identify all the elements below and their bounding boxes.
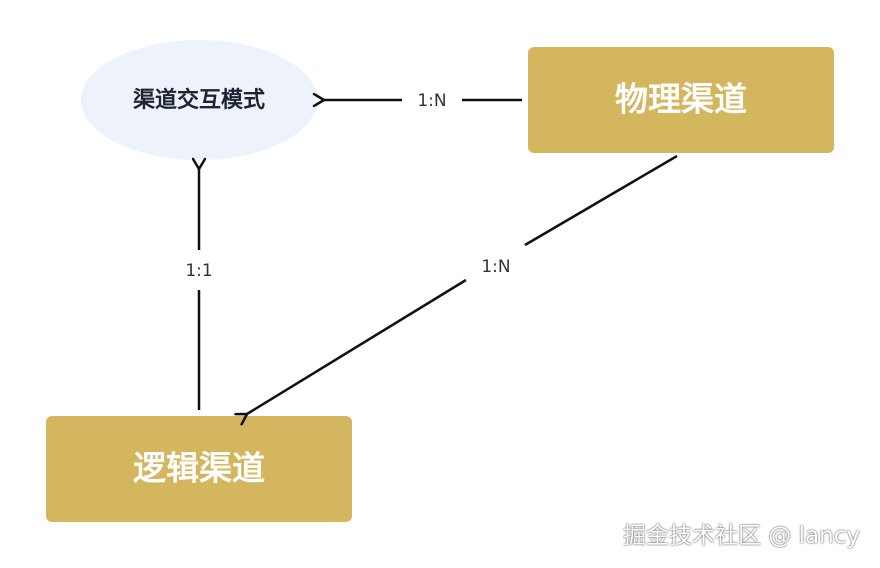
logical-channel-label: 逻辑渠道 xyxy=(133,449,265,488)
interaction-mode-ellipse xyxy=(81,40,317,160)
edge-logical-to-mode-label: 1:1 xyxy=(185,261,212,281)
edge-physical-to-logical-line-lower xyxy=(247,278,467,414)
logical-channel-box xyxy=(46,416,352,522)
node-interaction-mode: 渠道交互模式 xyxy=(81,40,317,160)
watermark-text: 掘金技术社区 @ lancy xyxy=(623,523,860,549)
edge-physical-to-mode-label: 1:N xyxy=(417,91,446,111)
interaction-mode-label: 渠道交互模式 xyxy=(133,87,265,113)
edge-physical-to-logical-line-upper xyxy=(524,154,678,247)
edge-physical-to-mode: 1:N xyxy=(324,91,522,111)
edge-physical-to-logical: 1:N xyxy=(247,154,678,414)
node-physical-channel: 物理渠道 xyxy=(528,47,834,153)
edge-logical-to-mode: 1:1 xyxy=(185,169,213,410)
physical-channel-label: 物理渠道 xyxy=(615,80,747,119)
physical-channel-box xyxy=(528,47,834,153)
node-logical-channel: 逻辑渠道 xyxy=(46,416,352,522)
edge-physical-to-logical-label: 1:N xyxy=(481,257,510,277)
